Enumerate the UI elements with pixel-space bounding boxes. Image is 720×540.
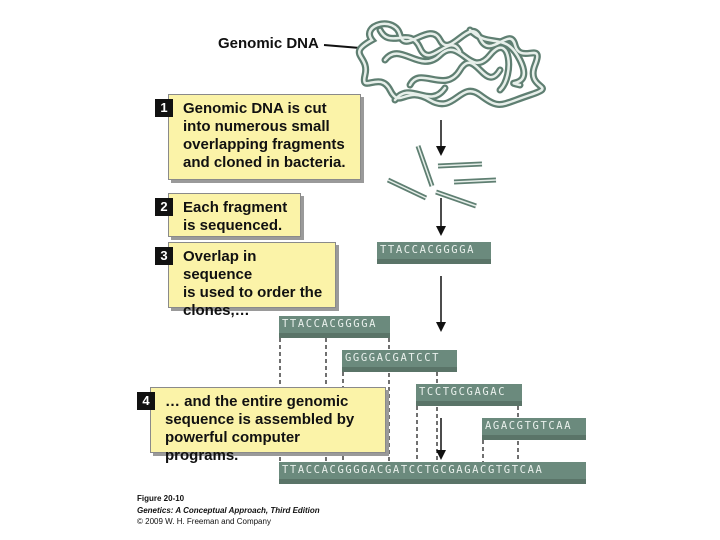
figure-caption: Figure 20-10 [137, 494, 185, 503]
arrow-down-icon [436, 276, 446, 332]
step-4-text-line: sequence is assembled by [165, 411, 355, 428]
copyright-text: © 2009 W. H. Freeman and Company [137, 517, 271, 526]
sequence-assembled: TTACCACGGGGACGATCCTGCGAGACGTGTCAA [279, 462, 586, 484]
step-1-number: 1 [155, 99, 173, 117]
step-3-text-line: clones,… [183, 302, 250, 319]
genomic-dna-label: Genomic DNA [218, 35, 319, 52]
sequence-single: TTACCACGGGGA [377, 242, 491, 264]
step-4-number: 4 [137, 392, 155, 410]
step-4-text-line: … and the entire genomic [165, 393, 349, 410]
step-3-number: 3 [155, 247, 173, 265]
step-3-text-line: is used to order the [183, 284, 323, 301]
sequence-fragment-1: TTACCACGGGGA [279, 316, 390, 338]
step-2-text-line: Each fragment [183, 199, 288, 216]
arrow-down-icon [436, 198, 446, 236]
step-4-box: 4 … and the entire genomic sequence is a… [137, 387, 386, 464]
step-3-text-line: Overlap in sequence [183, 248, 257, 283]
step-2-number: 2 [155, 198, 173, 216]
sequence-fragment-2: GGGGACGATCCT [342, 350, 457, 372]
label-pointer-line [323, 44, 361, 49]
step-1-box: 1 Genomic DNA is cut into numerous small… [155, 94, 361, 180]
arrow-down-icon [436, 418, 446, 460]
sequence-fragment-4: AGACGTGTCAA [482, 418, 586, 440]
sequence-fragment-3: TCCTGCGAGAC [416, 384, 522, 406]
book-title: Genetics: A Conceptual Approach, Third E… [137, 506, 320, 515]
step-2-text-line: is sequenced. [183, 217, 283, 234]
step-1-text-line: into numerous small [183, 118, 330, 135]
dna-fragments-icon [386, 145, 497, 209]
step-1-text-line: overlapping fragments [183, 136, 345, 153]
arrow-down-icon [436, 120, 446, 156]
step-4-text-line: powerful computer programs. [165, 429, 301, 464]
step-1-text-line: and cloned in bacteria. [183, 154, 346, 171]
dna-tangle-icon [355, 20, 546, 108]
step-3-box: 3 Overlap in sequence is used to order t… [155, 242, 336, 319]
step-1-text-line: Genomic DNA is cut [183, 100, 327, 117]
step-2-box: 2 Each fragment is sequenced. [155, 193, 301, 237]
